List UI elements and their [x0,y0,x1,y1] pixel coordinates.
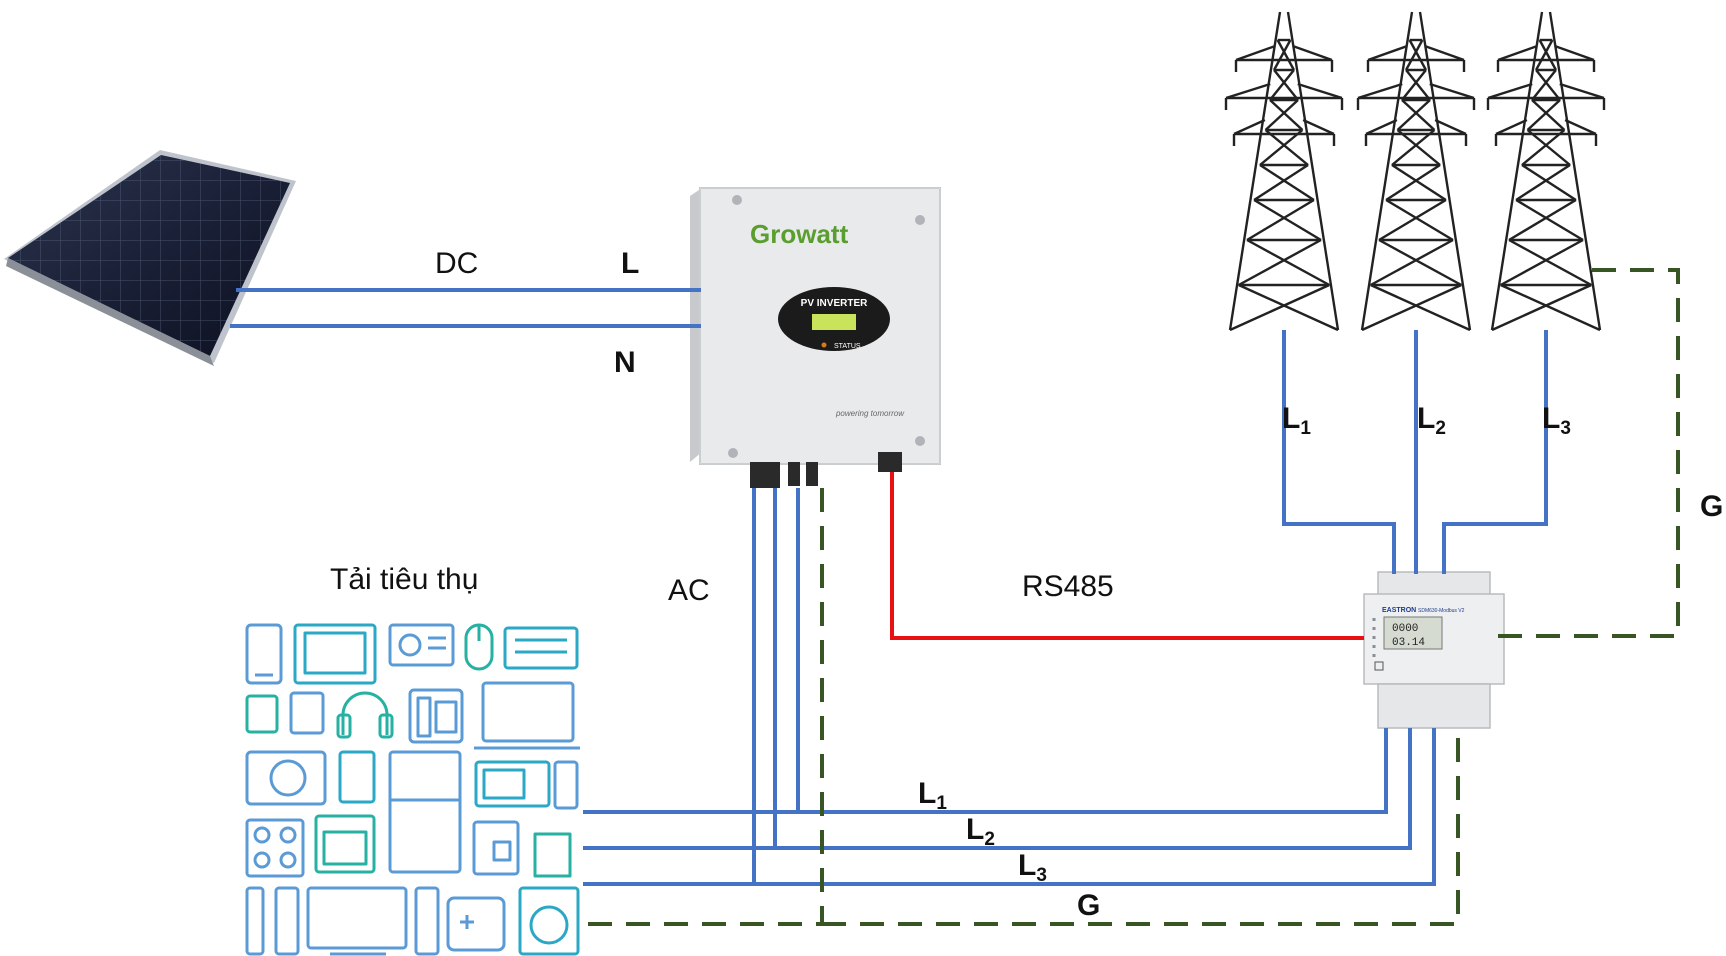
refrigerator-icon [388,750,462,874]
laptop-icon [474,681,580,750]
diagram-labels: DC L N AC RS485 Tải tiêu thụ G G L1 L2 L… [330,247,1723,922]
power-tower-3 [1486,11,1606,332]
mouse-icon [464,623,494,671]
blender-icon [553,760,579,810]
grid-ground-label: G [1700,490,1723,523]
status-led-icon [821,342,827,348]
inverter-brand: Growatt [750,219,849,249]
grid-wire-l3 [1442,330,1548,574]
grid-ground-wire [1488,268,1680,638]
meter-reading-1: 0000 [1392,623,1418,635]
camera-icon [245,750,327,806]
dc-connector [806,462,818,486]
oven-icon [314,814,376,874]
power-towers [1224,11,1606,332]
rs485-connector [878,452,902,472]
inverter-tagline: powering tomorrow [835,409,905,418]
power-tower-2 [1356,11,1476,332]
wiring [230,268,1680,926]
tv-icon [293,623,377,685]
game-controller-icon [446,896,506,952]
grid-phase-l2-label: L2 [1417,402,1446,439]
inverter-ground-wire [583,488,824,926]
screw-icon [728,448,738,458]
stove-icon [245,818,305,878]
tablet-icon [338,750,376,804]
flat-tv-icon [306,886,408,956]
eastron-energy-meter: EASTRON SDM630-Modbus V2 0000 03.14 [1363,571,1505,729]
power-tower-1 [1224,11,1344,332]
remote-icon [245,886,265,956]
grid-phase-l1-label: L1 [1282,402,1311,439]
washing-machine-icon [518,886,580,956]
inverter-screen-label: PV INVERTER [801,298,868,309]
rs485-label: RS485 [1022,570,1114,603]
meter-lcd [1383,616,1443,650]
usb-drive-icon [245,694,279,734]
meter-wire-l1 [798,728,1388,814]
screw-icon [732,195,742,205]
kettle-icon [533,832,572,878]
load-appliances [245,623,580,956]
grid-wire-l1 [1282,330,1396,574]
meter-brand: EASTRON [1382,607,1416,614]
screw-icon [915,215,925,225]
grid-phase-l3-label: L3 [1542,402,1571,439]
memory-card-icon [289,691,325,735]
inverter-status-label: STATUS [834,343,861,350]
meter-wire-l3 [754,728,1436,886]
radio-icon [388,623,455,667]
speaker-icon [414,886,440,956]
load-label: Tải tiêu thụ [330,563,478,596]
load-ground-label: G [1077,889,1100,922]
dc-l-label: L [621,247,639,280]
solar-panel [4,150,296,366]
growatt-inverter: Growatt PV INVERTER STATUS powering tomo… [690,187,941,488]
ac-connector [750,462,780,488]
meter-wire-l2 [775,728,1412,850]
microwave-icon [474,760,551,808]
smartphone-icon [245,623,283,685]
load-phase-l1-label: L1 [918,777,947,814]
meter-ground-wire [822,728,1460,926]
ac-label: AC [668,574,710,607]
inverter-ac-l1 [583,488,800,814]
dc-n-label: N [614,346,636,379]
inverter-lcd [812,314,856,330]
dc-connector [788,462,800,486]
screw-icon [915,436,925,446]
keyboard-icon [503,626,579,670]
meter-reading-2: 03.14 [1392,637,1425,649]
load-phase-l2-label: L2 [966,813,995,850]
inverter-ac-l2 [583,488,777,850]
speaker-icon [274,886,300,956]
load-phase-l3-label: L3 [1018,849,1047,886]
meter-model: SDM630-Modbus V2 [1418,608,1465,614]
coffee-machine-icon [472,820,520,876]
rs485-wire [890,472,1364,640]
headphones-icon [336,691,394,739]
inverter-ac-l3 [583,488,756,886]
dc-label: DC [435,247,478,280]
desk-phone-icon [408,688,464,744]
